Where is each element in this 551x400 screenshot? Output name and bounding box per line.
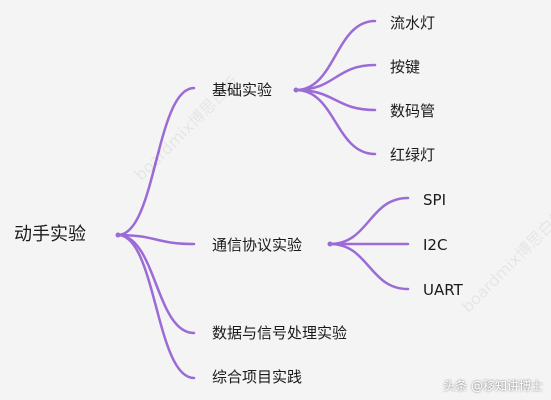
link-root-project <box>116 233 196 380</box>
link-root-basic <box>116 86 196 237</box>
link-protocol-uart <box>328 242 410 291</box>
link-basic-running-lights <box>294 19 377 92</box>
leaf-spi: SPI <box>423 191 446 209</box>
link-root-signal <box>116 233 196 335</box>
leaf-running-lights: 流水灯 <box>390 14 436 32</box>
junction-dot-0 <box>115 232 121 238</box>
link-protocol-spi <box>328 196 410 246</box>
leaf-buttons: 按键 <box>390 58 421 76</box>
leaf-uart: UART <box>423 281 463 299</box>
link-basic-traffic-light <box>294 88 377 156</box>
leaf-i2c: I2C <box>423 236 448 254</box>
footer-credit: 头条 @移知讲博士 <box>443 379 543 393</box>
junction-dot-2 <box>327 241 333 247</box>
branch-protocol-experiments: 通信协议实验 <box>212 236 303 254</box>
leaf-traffic-light: 红绿灯 <box>390 146 436 164</box>
link-basic-buttons <box>294 63 377 92</box>
junction-dot-1 <box>293 87 299 93</box>
branch-project-practice: 综合项目实践 <box>212 368 303 386</box>
link-root-protocol <box>116 233 196 246</box>
branch-basic-experiments: 基础实验 <box>212 81 273 99</box>
branch-signal-processing: 数据与信号处理实验 <box>212 324 348 342</box>
leaf-seven-segment: 数码管 <box>390 102 436 120</box>
root-node: 动手实验 <box>14 224 86 245</box>
